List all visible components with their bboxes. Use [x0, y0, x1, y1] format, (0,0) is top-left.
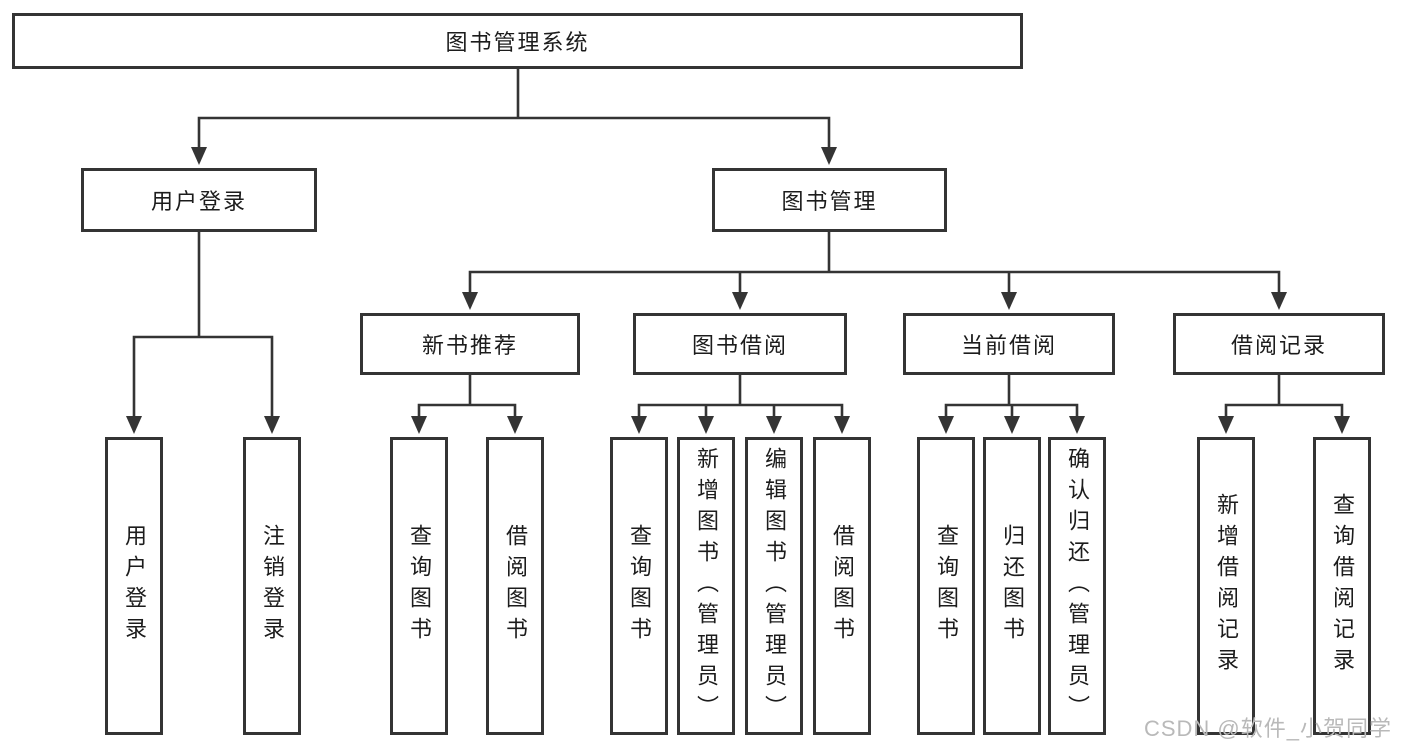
- leaf-query-books-current: 查询图书: [917, 437, 975, 735]
- arrowhead-leaf-logout: [264, 416, 280, 434]
- connector-level3-rail: [468, 270, 1281, 294]
- arrowhead-leaf-return-book: [1004, 416, 1020, 434]
- arrowhead-leaf-add-book: [698, 416, 714, 434]
- leaf-add-book-admin: 新增图书（管理员）: [677, 437, 735, 735]
- arrowhead-leaf-edit-book: [766, 416, 782, 434]
- leaf-return-book: 归还图书: [983, 437, 1041, 735]
- arrowhead-leaf-add-borrow-record: [1218, 416, 1234, 434]
- node-new-book-recommendation: 新书推荐: [360, 313, 580, 375]
- arrowhead-leaf-query-books-3: [938, 416, 954, 434]
- arrowhead-leaf-borrow-books-1: [507, 416, 523, 434]
- connector-new-book-rail: [417, 403, 517, 418]
- leaf-confirm-return-admin: 确认归还（管理员）: [1048, 437, 1106, 735]
- node-user-login: 用户登录: [81, 168, 317, 232]
- connector-borrowing-records-rail: [1224, 403, 1344, 418]
- leaf-borrow-books-borrowing: 借阅图书: [813, 437, 871, 735]
- leaf-logout: 注销登录: [243, 437, 301, 735]
- arrowhead-current-borrowing: [1001, 292, 1017, 310]
- arrowhead-leaf-query-books-2: [631, 416, 647, 434]
- arrowhead-leaf-query-borrow-record: [1334, 416, 1350, 434]
- leaf-query-books-recommend: 查询图书: [390, 437, 448, 735]
- csdn-watermark: CSDN @软件_小贺同学: [1143, 716, 1392, 741]
- arrowhead-leaf-borrow-books-2: [834, 416, 850, 434]
- arrowhead-leaf-query-books-1: [411, 416, 427, 434]
- arrowhead-new-book-recommendation: [462, 292, 478, 310]
- arrowhead-leaf-user-login: [126, 416, 142, 434]
- node-borrowing-records: 借阅记录: [1173, 313, 1385, 375]
- arrowhead-user-login: [191, 147, 207, 165]
- leaf-add-borrow-record: 新增借阅记录: [1197, 437, 1255, 735]
- arrowhead-book-management: [821, 147, 837, 165]
- connector-book-borrowing-rail: [637, 403, 844, 418]
- node-library-management-system: 图书管理系统: [12, 13, 1023, 69]
- leaf-query-borrow-record: 查询借阅记录: [1313, 437, 1371, 735]
- arrowhead-book-borrowing: [732, 292, 748, 310]
- arrowhead-leaf-confirm-return: [1069, 416, 1085, 434]
- leaf-query-books-borrowing: 查询图书: [610, 437, 668, 735]
- node-book-borrowing: 图书借阅: [633, 313, 847, 375]
- arrowhead-borrowing-records: [1271, 292, 1287, 310]
- connector-root-to-level2: [197, 116, 831, 150]
- leaf-edit-book-admin: 编辑图书（管理员）: [745, 437, 803, 735]
- node-current-borrowing: 当前借阅: [903, 313, 1115, 375]
- leaf-user-login: 用户登录: [105, 437, 163, 735]
- connector-user-login-rail: [132, 335, 274, 418]
- node-book-management: 图书管理: [712, 168, 947, 232]
- leaf-borrow-books-recommend: 借阅图书: [486, 437, 544, 735]
